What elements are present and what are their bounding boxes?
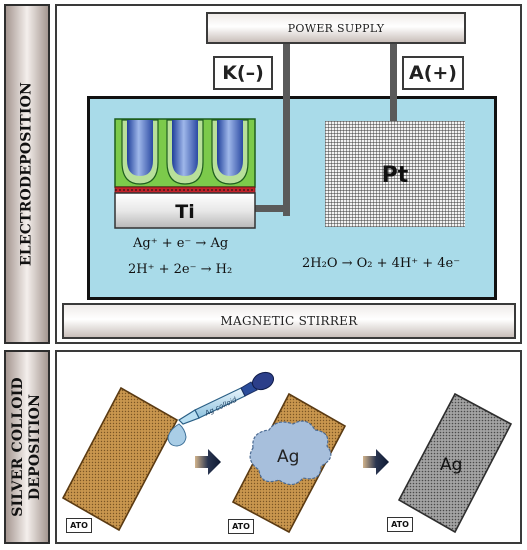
silver-label-2: Ag: [440, 455, 462, 475]
colloid-label-line2: DEPOSITION: [27, 393, 43, 501]
power-supply-box: POWER SUPPLY: [206, 12, 466, 44]
process-arrow-2: [363, 449, 389, 475]
colloid-label: SILVER COLLOID DEPOSITION: [10, 377, 44, 517]
substrate-label-1: ATO: [66, 518, 92, 533]
anode-material-label: Pt: [381, 162, 409, 188]
cathode-reaction-silver: Ag⁺ + e⁻ → Ag: [133, 236, 229, 251]
substrate-label-2: ATO: [228, 519, 254, 534]
cathode-reaction-hydrogen: 2H⁺ + 2e⁻ → H₂: [128, 262, 233, 277]
anode-wire: [390, 44, 397, 124]
colloid-dropper: [178, 371, 275, 425]
cathode-electrode: [114, 118, 256, 229]
electrodeposition-side-label-box: ELECTRODEPOSITION: [4, 4, 50, 344]
substrate-3: [397, 392, 513, 534]
electrodeposition-label: ELECTRODEPOSITION: [18, 81, 35, 267]
silver-label-1: Ag: [277, 447, 299, 467]
cathode-wire-horizontal: [254, 205, 290, 212]
process-arrow-1: [195, 449, 221, 475]
cathode-wire-vertical: [283, 44, 290, 216]
anode-electrode: [325, 121, 465, 227]
colloid-side-label-box: SILVER COLLOID DEPOSITION: [4, 350, 50, 544]
cathode-terminal-label: K(–): [213, 56, 273, 90]
colloid-deposition-illustration: Ag colloid Ag Ag: [61, 371, 513, 534]
colloid-label-line1: SILVER COLLOID: [10, 377, 26, 517]
nanotube-array: [121, 119, 249, 185]
colloid-drop: [167, 423, 187, 447]
anode-reaction-oxygen: 2H₂O → O₂ + 4H⁺ + 4e⁻: [302, 256, 461, 271]
substrate-1: [61, 386, 179, 532]
substrate-label-3: ATO: [387, 517, 413, 532]
cathode-material-label: Ti: [175, 200, 195, 223]
magnetic-stirrer-box: MAGNETIC STIRRER: [62, 303, 516, 339]
silver-colloid-blob: [249, 420, 332, 486]
anode-terminal-label: A(+): [402, 56, 464, 90]
